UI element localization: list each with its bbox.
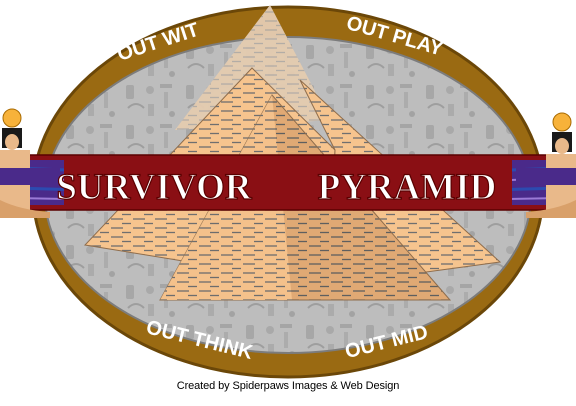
right-egyptian-figure xyxy=(516,112,576,218)
left-egyptian-figure xyxy=(0,108,60,218)
title-banner xyxy=(11,154,565,211)
banner-word-pyramid: PYRAMID xyxy=(318,167,497,208)
banner-word-survivor: SURVIVOR xyxy=(56,167,253,208)
credit-text: Created by Spiderpaws Images & Web Desig… xyxy=(176,380,400,392)
